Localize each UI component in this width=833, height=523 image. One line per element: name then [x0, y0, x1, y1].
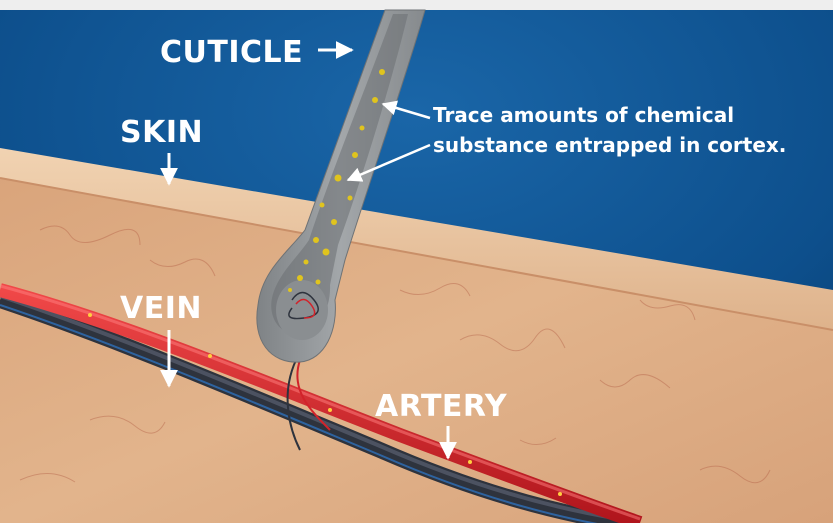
artery-label: ARTERY [375, 389, 508, 424]
skin-label: SKIN [120, 115, 203, 150]
top-bar [0, 0, 833, 10]
annotation-line-2: substance entrapped in cortex. [433, 133, 786, 157]
vein-label: VEIN [120, 291, 202, 326]
annotation-line-1: Trace amounts of chemical [433, 103, 734, 127]
cuticle-label: CUTICLE [160, 35, 303, 70]
follicle-bulb [276, 280, 328, 340]
